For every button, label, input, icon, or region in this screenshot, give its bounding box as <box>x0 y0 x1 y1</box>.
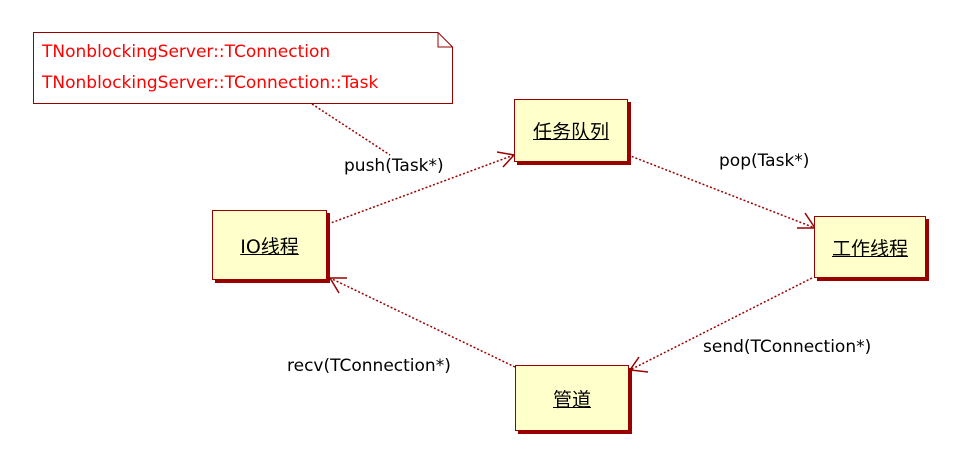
node-worker-thread[interactable]: 工作线程 <box>814 216 926 278</box>
edge-pop <box>627 154 816 229</box>
edge-push <box>327 154 515 225</box>
note-box: TNonblockingServer::TConnection TNonbloc… <box>33 32 453 104</box>
edge-recv-arrowhead <box>328 277 347 294</box>
edge-label-send: send(TConnection*) <box>703 337 872 357</box>
edge-send <box>629 277 813 371</box>
edge-pop-arrowhead <box>797 212 817 229</box>
edge-label-pop: pop(Task*) <box>719 151 810 171</box>
edge-label-push: push(Task*) <box>344 156 444 176</box>
edge-recv <box>329 277 516 368</box>
edge-label-recv: recv(TConnection*) <box>287 356 451 376</box>
node-task-queue[interactable]: 任务队列 <box>514 99 628 162</box>
note-line-connection: TNonblockingServer::TConnection <box>42 42 331 62</box>
note-connector <box>311 103 391 156</box>
edge-push-arrowhead <box>496 151 516 168</box>
note-line-task: TNonblockingServer::TConnection::Task <box>42 73 379 93</box>
edge-send-arrowhead <box>628 356 649 373</box>
node-io-thread[interactable]: IO线程 <box>212 210 327 280</box>
node-pipe[interactable]: 管道 <box>515 365 629 431</box>
